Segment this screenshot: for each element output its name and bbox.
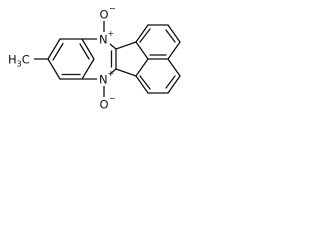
bond — [167, 58, 181, 77]
bond-inner — [52, 42, 64, 61]
bond-inner — [79, 43, 90, 60]
bond — [135, 75, 149, 94]
bond — [115, 68, 137, 77]
bond — [135, 24, 149, 43]
bond — [47, 58, 61, 80]
bond — [167, 41, 181, 60]
charge-minus-bottom: − — [109, 94, 116, 103]
atom-n-top: N — [99, 33, 108, 47]
charge-plus-bottom: + — [108, 69, 115, 78]
bond-inner — [139, 75, 151, 90]
structure-diagram: N + O − N + O − H3C — [6, 4, 181, 112]
atom-n-bottom: N — [99, 73, 108, 87]
bond — [81, 58, 95, 80]
bond-inner — [139, 28, 151, 43]
charge-minus-top: − — [109, 4, 116, 13]
atom-bg — [97, 32, 110, 46]
atom-label-layer: N + O − N + O − H3C — [6, 4, 116, 112]
atom-o-bottom: O — [100, 98, 109, 112]
bond-inner — [165, 29, 176, 43]
atom-bg — [97, 72, 110, 86]
atom-o-top: O — [100, 8, 109, 22]
bond — [167, 24, 181, 43]
bond — [81, 38, 95, 60]
bond — [115, 41, 137, 50]
atom-bg — [98, 97, 111, 111]
atom-bg — [6, 52, 34, 67]
bond — [135, 58, 149, 77]
atom-methyl: H3C — [8, 53, 30, 69]
bond-inner — [165, 75, 176, 89]
bond — [47, 38, 61, 60]
charge-plus-top: + — [108, 29, 115, 38]
bond — [135, 41, 149, 60]
atom-bg — [98, 7, 111, 21]
bond — [167, 75, 181, 94]
